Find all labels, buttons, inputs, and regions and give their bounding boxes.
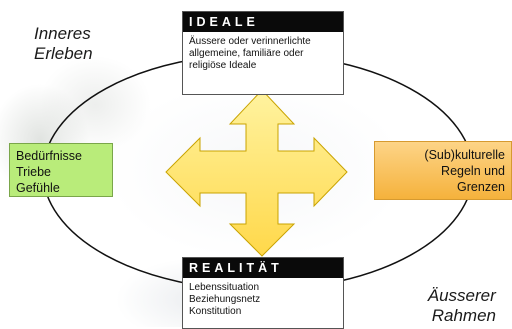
reality-description: Lebenssituation Beziehungsnetz Konstitut… [183,278,343,322]
label-outer-line-1: Äusserer [427,286,496,305]
label-outer-frame: Äusserer Rahmen [428,286,496,326]
ideals-line-3: religiöse Ideale [189,60,257,71]
needs-line-1: Bedürfnisse [16,149,83,163]
ideals-line-2: allgemeine, familiäre oder [189,48,304,59]
reality-line-1: Lebenssituation [189,282,260,293]
needs-box: Bedürfnisse Triebe Gefühle [9,143,113,197]
ideals-line-1: Äussere oder verinnerlichte [189,36,311,47]
needs-line-2: Triebe [16,165,51,179]
culture-line-3: Grenzen [457,180,505,194]
label-inner-line-2: Erleben [34,44,93,63]
culture-box: (Sub)kulturelle Regeln und Grenzen [374,141,512,200]
reality-line-2: Beziehungsnetz [189,294,261,305]
culture-line-1: (Sub)kulturelle [424,148,505,162]
four-way-arrow [165,89,348,257]
reality-title: REALITÄT [183,258,343,278]
needs-line-3: Gefühle [16,181,60,195]
ideals-title: IDEALE [183,12,343,32]
reality-box: REALITÄT Lebenssituation Beziehungsnetz … [182,257,344,329]
ideals-box: IDEALE Äussere oder verinnerlichte allge… [182,11,344,95]
label-inner-experience: Inneres Erleben [34,24,93,64]
label-inner-line-1: Inneres [34,24,91,43]
label-outer-line-2: Rahmen [431,306,496,325]
reality-line-3: Konstitution [189,306,242,317]
ideals-description: Äussere oder verinnerlichte allgemeine, … [183,32,343,76]
culture-line-2: Regeln und [441,164,505,178]
